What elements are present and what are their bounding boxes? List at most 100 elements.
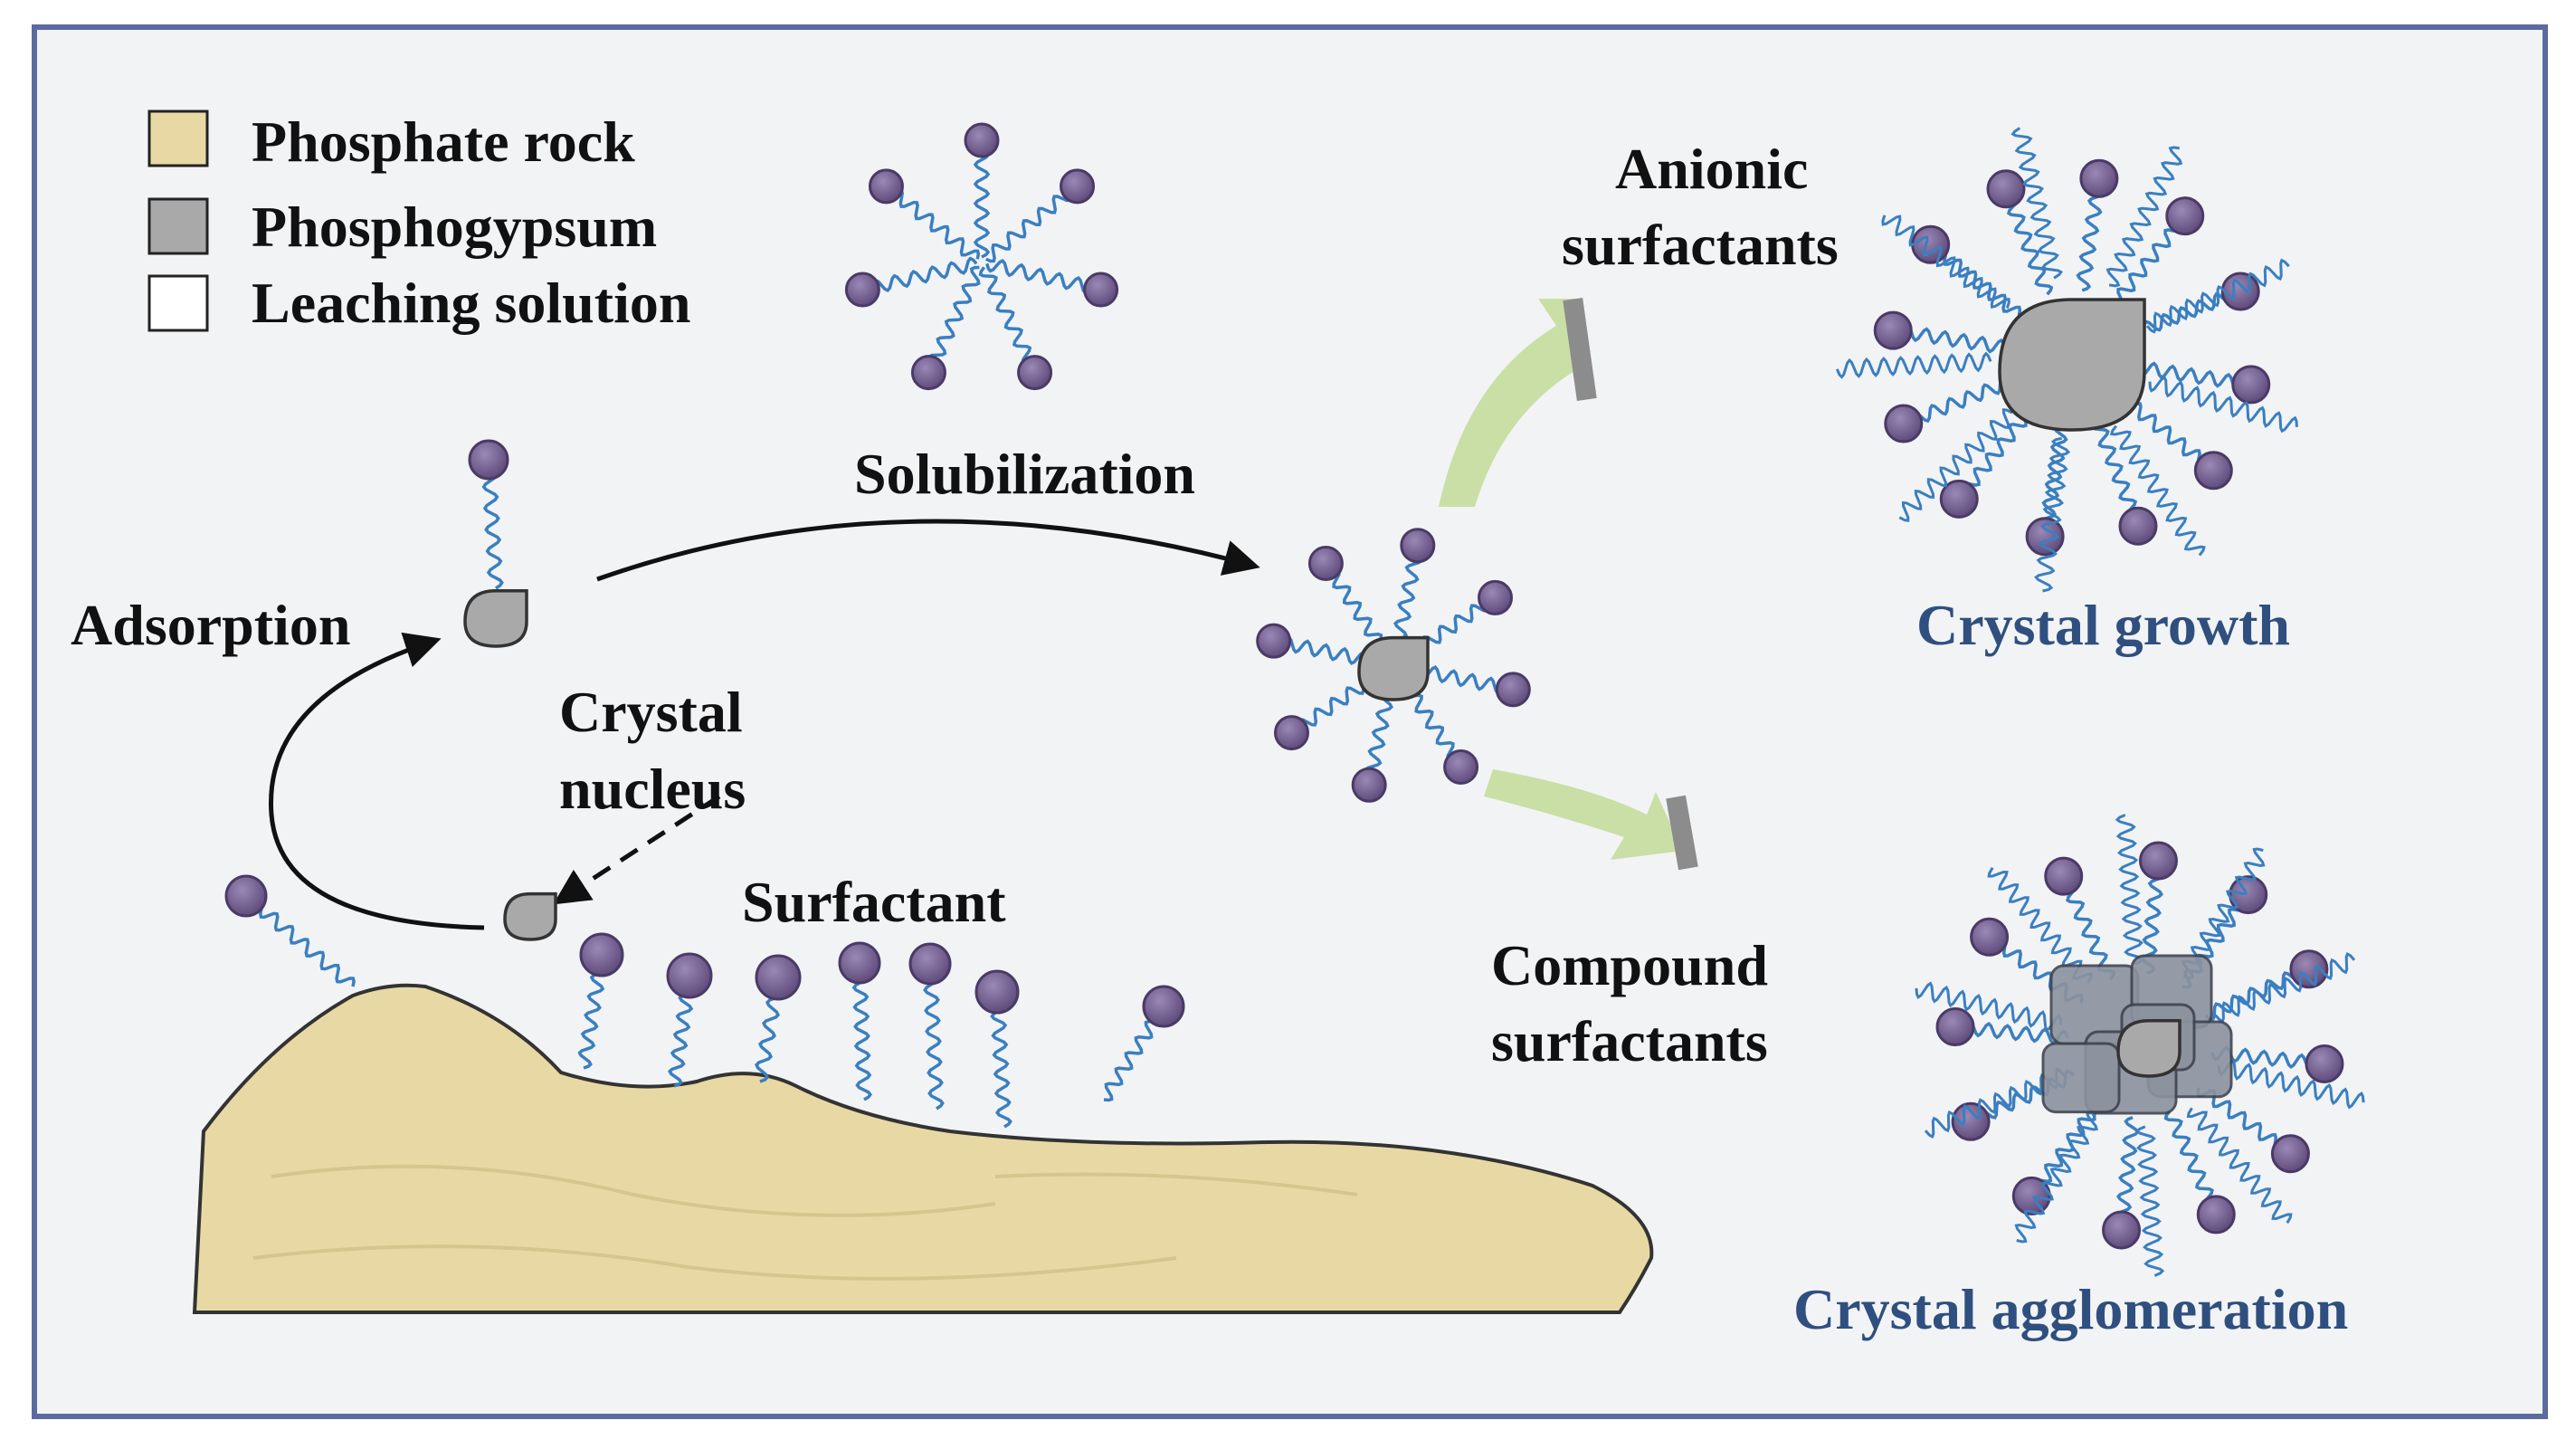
micelle-surfactant (1273, 675, 1372, 751)
agg-free-tail (2115, 814, 2145, 966)
crystal-growth-cluster (1835, 127, 2298, 593)
legend-swatch-phosphogypsum (147, 197, 209, 255)
adsorption-arrow (269, 632, 485, 930)
surfactant-tail (883, 186, 981, 260)
green-arrow-to-growth (1439, 298, 1597, 507)
rock-surfactant (838, 941, 881, 1101)
surfactant-head (844, 272, 880, 308)
surfactant-head (579, 932, 624, 977)
micelle-surfactant (1307, 545, 1383, 643)
surfactant-head (1443, 749, 1479, 786)
micelle-surfactant (1351, 690, 1393, 803)
rock-surfactant (224, 874, 356, 987)
rock-surfactant (666, 952, 713, 1088)
surfactant-head (2193, 451, 2233, 491)
surfactant-head (1017, 355, 1053, 391)
adsorbed-surfactant (468, 439, 509, 590)
label-crystal-growth: Crystal growth (1916, 593, 2290, 657)
label-solubilization: Solubilization (854, 442, 1195, 506)
label-compound-line2: surfactants (1491, 1009, 1768, 1073)
label-crystal-nucleus-line2: nucleus (559, 757, 746, 821)
surfactant-tail (985, 258, 1103, 295)
surfactant-head (868, 168, 904, 205)
surfactant-head (908, 942, 952, 986)
crystal-agglomeration-cluster (1915, 814, 2365, 1277)
label-surfactant: Surfactant (742, 870, 1006, 934)
surfactant-head (2102, 1210, 2142, 1250)
surfactant-head (1884, 404, 1924, 443)
legend-label-phosphate-rock: Phosphate rock (252, 110, 635, 174)
growth-free-tail (2105, 146, 2183, 288)
solubilization-arrow (596, 519, 1260, 582)
micelle-surfactant (844, 256, 978, 308)
surfactant-molecules (224, 122, 2365, 1277)
surfactant-tail (861, 256, 978, 297)
rock-texture (252, 1164, 1358, 1281)
surfactant-tail (989, 990, 1012, 1129)
growth-free-tail (2145, 258, 2290, 334)
surfactant-tail (480, 458, 504, 590)
surfactant-head (1083, 272, 1119, 308)
surfactant-head (666, 952, 713, 999)
rock-surfactant (1103, 985, 1185, 1102)
micelle-surfactant (1418, 665, 1531, 708)
surfactant-head (1986, 169, 2026, 209)
growth-outer-surfactant (1986, 169, 2054, 296)
surfactant-tail (985, 182, 1079, 263)
micelle-surfactant (910, 265, 981, 391)
surfactant-tail (927, 265, 981, 375)
agg-free-tail (2217, 1058, 2365, 1110)
surfactant-head (1873, 310, 1913, 350)
micelle-surfactant (964, 122, 1000, 259)
label-compound-line1: Compound (1491, 933, 1768, 997)
agg-free-tail (1924, 1067, 2066, 1139)
surfactant-tail (243, 895, 356, 987)
label-anionic-line1: Anionic (1615, 137, 1808, 201)
growth-outer-surfactant (1884, 376, 2010, 443)
growth-free-tail (1835, 351, 1992, 379)
growth-free-tail (2109, 424, 2206, 557)
empty-micelle (844, 122, 1119, 391)
rock-surfactant (577, 932, 624, 1070)
agg-free-tail (2186, 1107, 2293, 1225)
rock-surfactant (974, 969, 1020, 1129)
growth-free-tail (1881, 214, 2010, 310)
agg-free-tail (2134, 1125, 2165, 1277)
agg-outer-surfactant (2044, 856, 2116, 981)
micelle-surfactant (1403, 687, 1479, 786)
surfactant-head (2118, 506, 2158, 546)
surfactant-head (964, 122, 1000, 158)
agg-outer-surfactant (2102, 1115, 2142, 1250)
surfactant-head (2138, 841, 2178, 881)
surfactant-head (755, 954, 802, 1001)
rock-surfactant (908, 942, 952, 1111)
agglomerate-core-crystal (2116, 1019, 2182, 1078)
micelle-surfactant (1256, 623, 1369, 665)
green-arrow-to-agglomeration (1484, 769, 1698, 871)
label-anionic-line2: surfactants (1562, 213, 1839, 277)
label-crystal-nucleus-line1: Crystal (559, 680, 743, 744)
growth-free-tail (2010, 127, 2064, 280)
agglomerated-crystal (2041, 1042, 2121, 1114)
label-crystal-agglomeration: Crystal agglomeration (1793, 1277, 2348, 1341)
agg-outer-surfactant (1935, 1007, 2070, 1047)
surfactant-head (1273, 715, 1309, 751)
agg-free-tail (1987, 866, 2094, 984)
surfactant-head (1935, 1007, 1975, 1047)
surfactant-head (2044, 856, 2084, 896)
surfactant-head (1495, 672, 1531, 708)
surfactant-head (2220, 272, 2260, 311)
surfactant-head (1400, 528, 1436, 564)
growth-outer-surfactant (1873, 310, 2007, 354)
surfactant-head (1142, 985, 1185, 1028)
micelle-surfactant (985, 168, 1096, 263)
agg-free-tail (2014, 1111, 2099, 1244)
growth-free-tail (2034, 436, 2071, 593)
crystal-nucleus (503, 891, 557, 941)
surfactant-head (838, 941, 881, 985)
micelle-surfactant (1393, 528, 1436, 641)
agg-outer-surfactant (2210, 1044, 2344, 1083)
agg-free-tail (2214, 951, 2356, 1024)
